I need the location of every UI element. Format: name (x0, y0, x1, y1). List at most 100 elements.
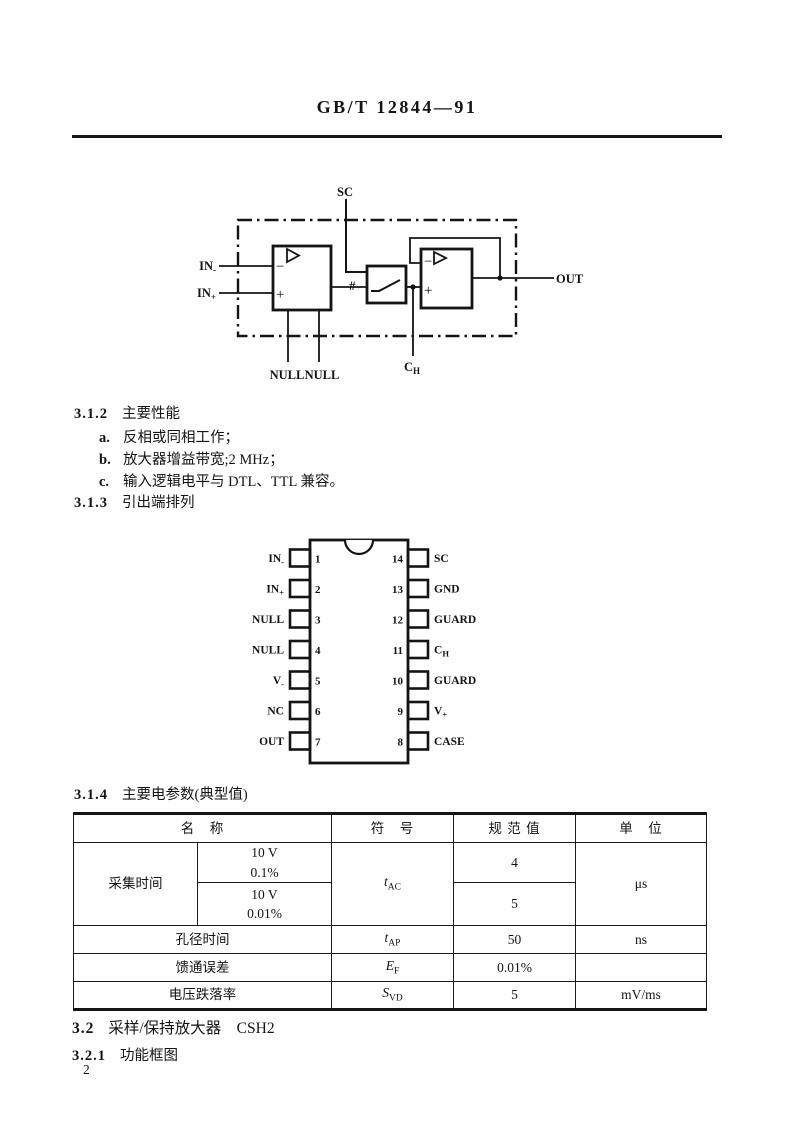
cell-unit (575, 953, 707, 983)
cell-name: 孔径时间 (73, 925, 332, 955)
feedback-line (409, 237, 501, 276)
table-row-acquisition-2: 10 V 0.01% 5 (74, 882, 707, 927)
pin-number-1: 1 (315, 554, 321, 566)
cell-symbol: SVD (331, 981, 454, 1012)
table-row-acquisition-1: 采集时间 10 V 0.1% tAC 4 μs (73, 841, 707, 927)
pin-box-12 (406, 609, 430, 629)
pin-box-6 (288, 700, 312, 721)
table-row-aperture: 孔径时间 tAP 50 ns (73, 925, 707, 955)
pin-box-2 (288, 578, 312, 599)
sc-label: SC (337, 185, 353, 199)
pin-number-4: 4 (315, 645, 321, 657)
cell-name: 电压跌落率 (73, 981, 332, 1012)
out-label: OUT (556, 272, 584, 286)
section-number: 3.1.2 (74, 406, 108, 422)
pin-label-4: NULL (252, 645, 284, 657)
pin-label-1: IN- (268, 553, 284, 567)
switch-icon (371, 279, 401, 292)
table-row-feedthrough: 馈通误差 EF 0.01% (73, 953, 707, 983)
section-title: 引出端排列 (122, 495, 195, 511)
section-title: 功能框图 (120, 1048, 178, 1064)
cell-acq-condition-2: 10 V 0.01% (197, 882, 332, 927)
item-text: 输入逻辑电平与 DTL、TTL 兼容。 (123, 474, 344, 490)
pin-label-6: NC (267, 706, 284, 718)
list-item-c: c. 输入逻辑电平与 DTL、TTL 兼容。 (99, 470, 344, 491)
amp2-minus-sign: − (424, 254, 432, 270)
header-spec-value: 规 范 值 (453, 812, 576, 843)
cell-acq-value-1: 4 (453, 841, 576, 884)
standard-number-header: GB/T 12844—91 (316, 97, 478, 117)
junction-dot (410, 284, 416, 290)
pin-label-14: SC (434, 553, 449, 565)
condition-line: 10 V (251, 886, 278, 902)
null-label-2: NULL (305, 368, 340, 382)
item-label: c. (99, 474, 110, 490)
pinout-diagram: 1 2 3 4 5 6 7 IN- IN+ NULL NULL V- NC OU… (252, 538, 476, 765)
package-outline (236, 218, 518, 338)
item-label: b. (99, 452, 111, 468)
table-row-droop: 电压跌落率 SVD 5 mV/ms (73, 981, 707, 1012)
section-number: 3.1.4 (74, 787, 108, 803)
functional-block-diagram: SC IN- IN+ − + NULL NULL # CH − + (197, 185, 584, 382)
pin-label-5: V- (273, 675, 284, 689)
amp1-plus-sign: + (276, 287, 284, 303)
pin-label-3: NULL (252, 614, 284, 626)
pin-label-7: OUT (259, 736, 284, 748)
pin-number-10: 10 (392, 676, 404, 688)
cell-value: 50 (453, 925, 576, 955)
section-title: 主要电参数(典型值) (122, 787, 248, 803)
pin-box-14 (406, 548, 430, 568)
pin-number-3: 3 (315, 615, 321, 627)
input-amp-box (271, 244, 333, 312)
pin-box-4 (288, 639, 312, 660)
pin-label-9: V+ (434, 706, 447, 720)
pin-box-9 (406, 700, 430, 721)
condition-line: 0.01% (247, 906, 282, 922)
page-number: 2 (83, 1062, 90, 1077)
pin-label-8: CASE (434, 736, 465, 748)
pin-box-5 (288, 670, 312, 690)
header-unit: 单 位 (575, 812, 707, 843)
section-title: 主要性能 (122, 406, 180, 422)
pin-box-11 (406, 639, 430, 660)
item-text: 反相或同相工作； (123, 430, 239, 446)
package-notch (343, 539, 375, 556)
pin-number-9: 9 (398, 706, 404, 718)
in-minus-label: IN- (199, 259, 216, 275)
amp1-minus-sign: − (276, 259, 284, 275)
cell-unit: ns (575, 925, 707, 955)
header-rule (72, 135, 722, 138)
pin-box-3 (288, 609, 312, 629)
right-pins: 14 13 12 11 10 9 8 SC GND GUARD CH GUARD… (392, 548, 476, 751)
table-header-row: 名 称 符 号 规 范 值 单 位 (73, 812, 707, 843)
section-number: 3.1.3 (74, 495, 108, 511)
section-3-1-2-heading: 3.1.2 主要性能 (74, 402, 180, 423)
section-number: 3.2 (72, 1020, 95, 1037)
pin-number-13: 13 (392, 584, 404, 596)
pin-label-2: IN+ (266, 584, 284, 598)
pin-label-11: CH (434, 645, 449, 659)
list-item-a: a.反相或同相工作； (99, 426, 239, 447)
list-item-b: b.放大器增益带宽;2 MHz； (99, 448, 284, 469)
pin-number-7: 7 (315, 737, 321, 749)
cell-acq-unit: μs (575, 841, 707, 927)
cell-symbol: tAP (331, 925, 454, 955)
hash-label: # (349, 278, 356, 293)
cell-symbol: EF (331, 953, 454, 983)
pin-number-5: 5 (315, 676, 321, 688)
cell-unit: mV/ms (575, 981, 707, 1012)
pin-box-13 (406, 578, 430, 599)
pin-number-11: 11 (393, 645, 403, 657)
pin-box-7 (288, 731, 312, 751)
hold-cap-label: CH (404, 360, 420, 376)
pin-number-14: 14 (392, 554, 404, 566)
sc-line (345, 199, 367, 273)
pin-label-13: GND (434, 584, 460, 596)
condition-line: 10 V (251, 845, 278, 860)
pin-number-6: 6 (315, 706, 321, 718)
amp2-plus-sign: + (424, 283, 432, 299)
cell-acq-name: 采集时间 (73, 841, 198, 927)
